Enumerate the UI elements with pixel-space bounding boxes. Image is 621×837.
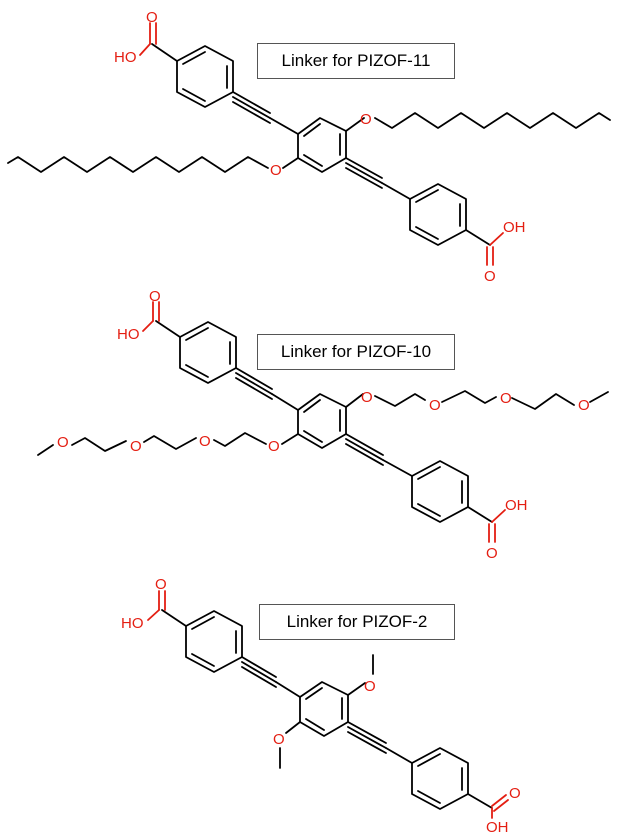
hydroxyl-group: OH xyxy=(486,819,509,832)
carbonyl-oxygen: O xyxy=(509,785,521,802)
hydroxyl-group: HO xyxy=(117,326,140,343)
molecule-pizof-10: O HO O O O O O O O O xyxy=(37,288,609,562)
carbonyl-oxygen: O xyxy=(486,545,498,562)
carbonyl-oxygen: O xyxy=(149,288,161,305)
carbonyl-oxygen: O xyxy=(146,9,158,26)
carbonyl-oxygen: O xyxy=(155,576,167,593)
label-pizof-10: Linker for PIZOF-10 xyxy=(257,334,455,370)
ether-oxygen: O xyxy=(500,390,512,407)
ether-oxygen: O xyxy=(268,438,280,455)
hydroxyl-group: OH xyxy=(505,497,528,514)
ether-oxygen: O xyxy=(57,434,69,451)
ether-oxygen: O xyxy=(270,162,282,179)
label-pizof-11: Linker for PIZOF-11 xyxy=(257,43,455,79)
molecule-pizof-11: O HO O O xyxy=(7,9,611,285)
molecule-pizof-2: O HO O O O OH xyxy=(121,576,521,836)
methoxy-oxygen: O xyxy=(364,678,376,695)
ether-oxygen: O xyxy=(429,397,441,414)
carbonyl-oxygen: O xyxy=(484,268,496,285)
ether-oxygen: O xyxy=(578,397,590,414)
hydroxyl-group: HO xyxy=(114,49,137,66)
label-pizof-2: Linker for PIZOF-2 xyxy=(259,604,455,640)
methoxy-oxygen: O xyxy=(273,731,285,748)
ether-oxygen: O xyxy=(130,438,142,455)
ether-oxygen: O xyxy=(360,111,372,128)
hydroxyl-group: OH xyxy=(503,219,526,236)
hydroxyl-group: HO xyxy=(121,615,144,632)
ether-oxygen: O xyxy=(361,389,373,406)
ether-oxygen: O xyxy=(199,433,211,450)
